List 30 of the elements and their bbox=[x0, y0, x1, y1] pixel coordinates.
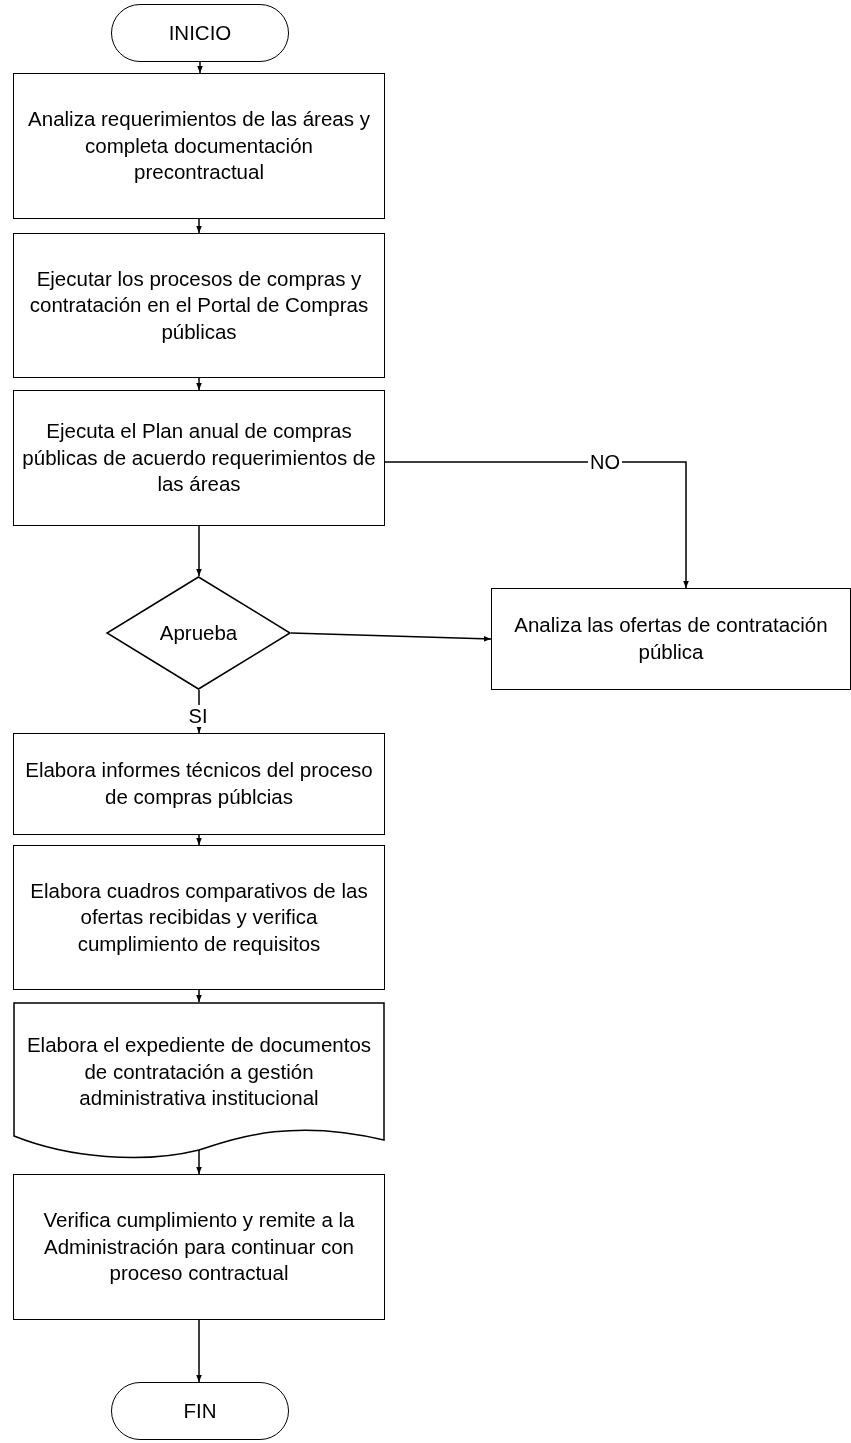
arrow bbox=[290, 632, 492, 642]
process-box bbox=[13, 73, 385, 219]
arrow bbox=[196, 377, 202, 391]
arrow bbox=[196, 1319, 202, 1383]
arrow bbox=[384, 461, 689, 589]
node-text: Elabora cuadros comparativos de las ofertas recibidas y verifica cumplimiento de requisitos bbox=[29, 877, 369, 957]
node-text: Aprueba bbox=[159, 619, 238, 646]
arrow bbox=[196, 525, 202, 577]
node-text: Elabora el expediente de documentos de contratación a gestión administrativa institucional bbox=[25, 1032, 373, 1112]
node-text: Elabora informes técnicos del proceso de compras públcias bbox=[24, 757, 374, 810]
process-box bbox=[13, 845, 385, 990]
node-text: Ejecuta el Plan anual de compras públicas de acuerdo requerimientos de las áreas bbox=[22, 418, 376, 498]
process-box bbox=[491, 588, 851, 690]
node-text: Ejecutar los procesos de compras y contratación en el Portal de Compras públicas bbox=[28, 265, 370, 345]
arrow bbox=[196, 1149, 202, 1175]
node-text: Analiza las ofertas de contratación pública bbox=[513, 612, 829, 665]
document-shape bbox=[13, 1002, 385, 1158]
arrow bbox=[196, 989, 202, 1003]
node-text: Analiza requerimientos de las áreas y completa documentación precontractual bbox=[27, 106, 371, 186]
process-box bbox=[13, 1174, 385, 1320]
process-box bbox=[13, 390, 385, 526]
node-text: FIN bbox=[183, 1397, 217, 1424]
decision-diamond bbox=[106, 576, 291, 690]
arrow bbox=[196, 834, 202, 846]
node-text: Verifica cumplimiento y remite a la Administración para continuar con proceso contractual bbox=[42, 1207, 356, 1287]
process-box bbox=[13, 733, 385, 835]
process-box bbox=[13, 233, 385, 378]
arrow bbox=[196, 218, 202, 234]
arrow bbox=[197, 61, 203, 74]
node-text: INICIO bbox=[168, 19, 232, 46]
